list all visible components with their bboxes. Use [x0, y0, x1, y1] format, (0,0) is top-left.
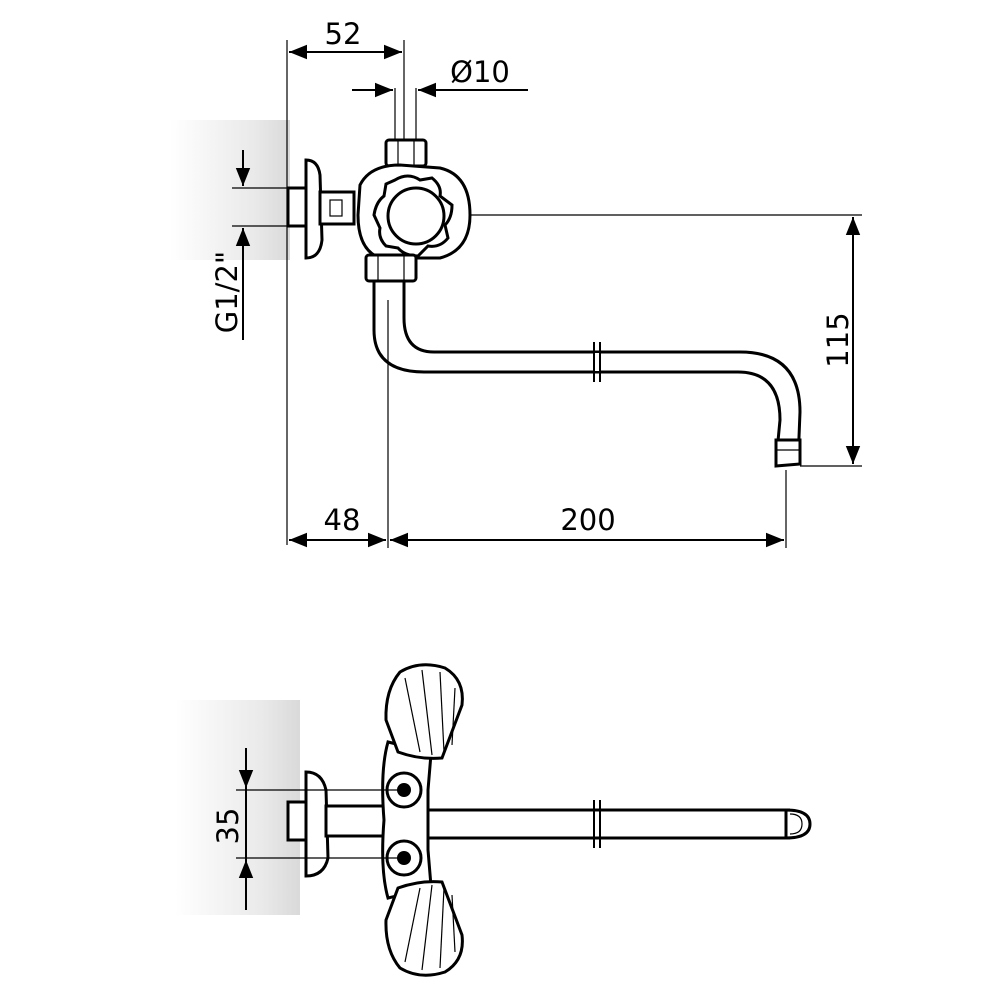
dim-label-115: 115: [821, 312, 855, 367]
dimension-115: 115: [470, 214, 862, 467]
dimension-35: 35: [211, 748, 404, 910]
dimension-52: 52: [286, 17, 405, 545]
dim-label-52: 52: [325, 17, 362, 51]
dim-label-35: 35: [211, 808, 245, 845]
dimension-thread: G1/2": [210, 150, 288, 340]
dim-label-diameter: Ø10: [450, 55, 510, 89]
dimension-diameter: Ø10: [352, 55, 528, 140]
faucet-top-view: [286, 663, 812, 977]
dim-label-200: 200: [560, 503, 615, 537]
wall-shading-top: [170, 120, 290, 260]
wall-shading-bottom: [175, 700, 300, 915]
faucet-front-view: [286, 138, 802, 468]
dim-label-48: 48: [324, 503, 361, 537]
dimension-bottom-row: 48 200: [289, 300, 787, 548]
dim-label-thread: G1/2": [210, 251, 244, 333]
